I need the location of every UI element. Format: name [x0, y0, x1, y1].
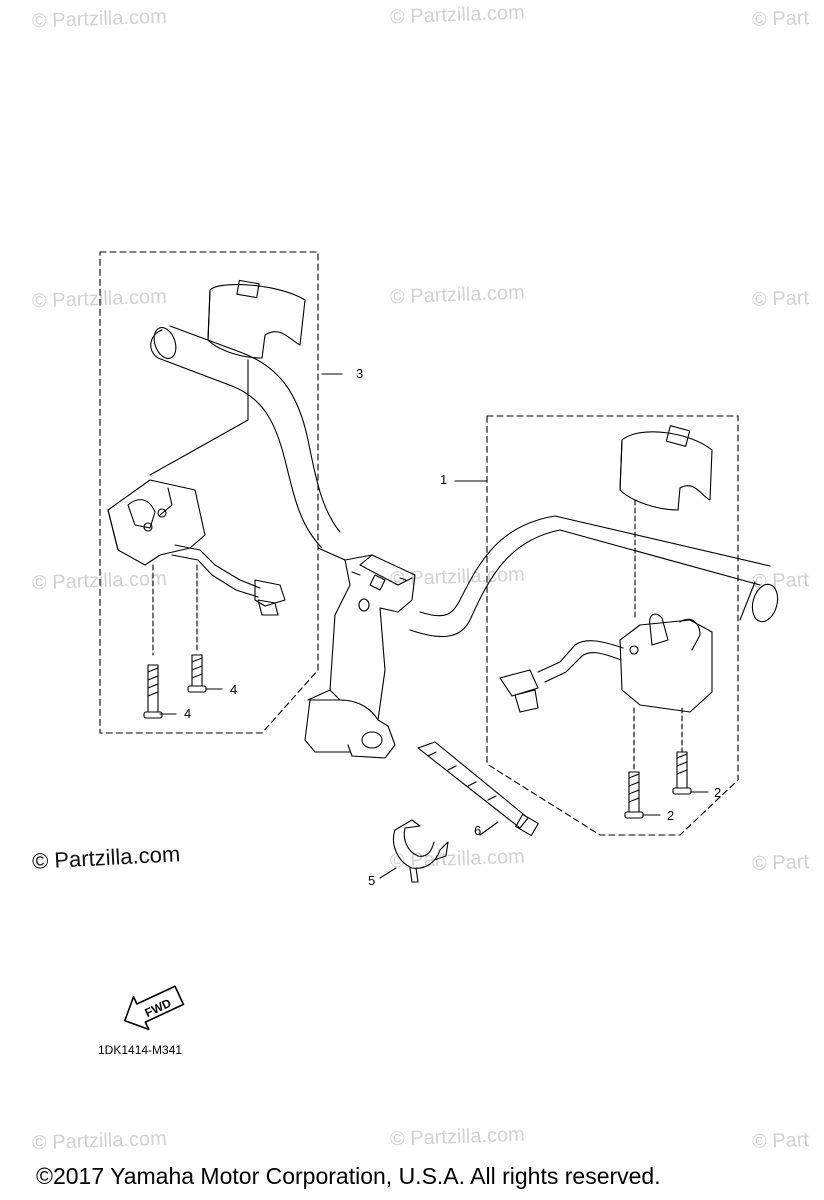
right-switch-group-box [486, 415, 739, 836]
right-screws [624, 751, 709, 819]
callout-1: 1 [440, 472, 448, 487]
left-switch-group-box [99, 251, 319, 734]
left-switch-body [107, 479, 286, 656]
fwd-arrow-icon [124, 985, 185, 1031]
callout-5: 5 [368, 873, 376, 888]
right-switch-body [499, 613, 713, 771]
left-switch-cover [149, 279, 306, 476]
cable-tie [417, 741, 539, 837]
callout-2: 2 [714, 785, 722, 800]
steering-column [304, 547, 416, 759]
right-switch-cover [619, 425, 713, 621]
copyright-notice: ©2017 Yamaha Motor Corporation, U.S.A. A… [36, 1163, 661, 1189]
callout-4: 4 [184, 706, 192, 721]
diagram-code: 1DK1414-M341 [98, 1043, 183, 1057]
callout-2: 2 [667, 808, 675, 823]
handlebar [150, 325, 779, 638]
callout-4: 4 [230, 682, 238, 697]
left-screws [143, 654, 223, 719]
callout-6: 6 [474, 823, 482, 838]
callout-3: 3 [356, 366, 364, 381]
clamp [379, 819, 449, 883]
